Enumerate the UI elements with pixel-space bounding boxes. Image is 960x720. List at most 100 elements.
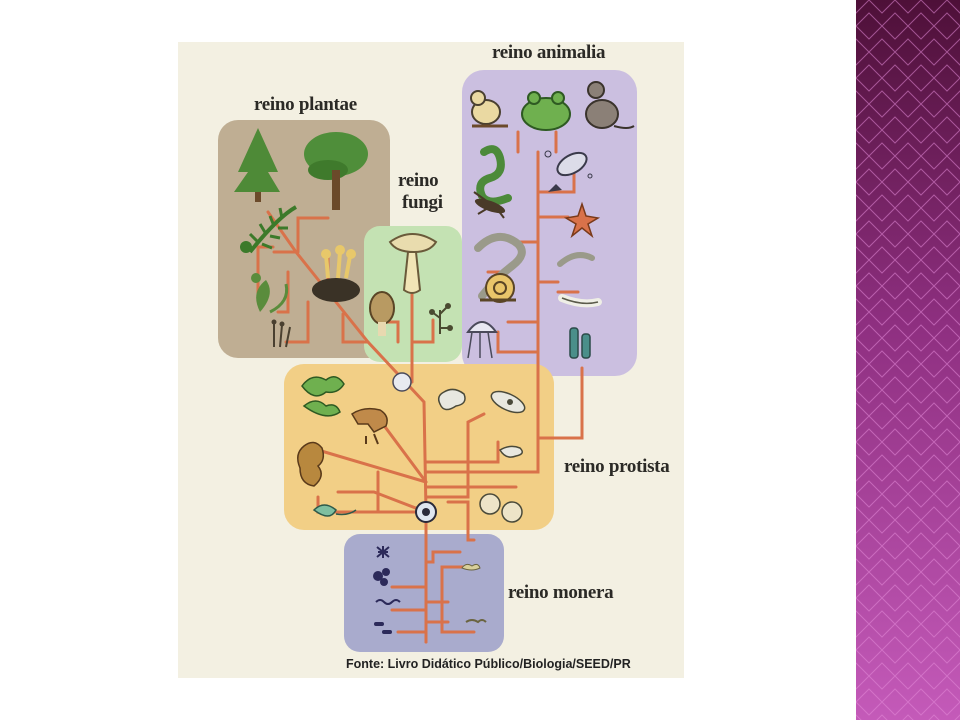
diamond-pattern-mark xyxy=(907,116,935,144)
bacilli-icon xyxy=(374,622,392,634)
diamond-pattern-mark xyxy=(868,558,896,586)
mushroom-cluster-icon xyxy=(312,245,360,302)
diamond-pattern-mark xyxy=(946,454,960,482)
diamond-pattern-mark xyxy=(856,454,870,482)
diamond-pattern-mark xyxy=(856,558,870,586)
sponge-icon xyxy=(569,327,591,359)
diamond-pattern-mark xyxy=(933,324,960,352)
diamond-pattern-mark xyxy=(946,38,960,66)
diamond-pattern-mark xyxy=(946,194,960,222)
diamond-pattern-mark xyxy=(894,142,922,170)
diamond-pattern-mark xyxy=(933,428,960,456)
diamond-pattern-mark xyxy=(881,220,909,248)
diamond-pattern-mark xyxy=(881,116,909,144)
diamond-pattern-mark xyxy=(894,246,922,274)
jellyfish-icon xyxy=(466,321,498,359)
diamond-pattern-mark xyxy=(946,246,960,274)
mold-icon xyxy=(429,303,453,334)
diamond-pattern-mark xyxy=(920,194,948,222)
diamond-pattern-mark xyxy=(856,610,870,638)
diamond-pattern-mark xyxy=(907,168,935,196)
diamond-pattern-mark xyxy=(881,64,909,92)
diamond-pattern-mark xyxy=(920,246,948,274)
diamond-pattern-mark xyxy=(856,12,883,40)
insect-icon xyxy=(473,191,506,219)
diamond-pattern-mark xyxy=(920,38,948,66)
diamond-pattern-mark xyxy=(856,688,883,716)
radiolarian-icon xyxy=(415,501,437,523)
diamond-pattern-mark xyxy=(856,64,883,92)
decorative-side-panel xyxy=(856,0,960,720)
diamond-pattern-mark xyxy=(868,402,896,430)
label-reino-fungi-line2: fungi xyxy=(402,192,443,213)
diamond-pattern-mark xyxy=(856,246,870,274)
diamond-pattern-mark xyxy=(894,350,922,378)
diatom-icon xyxy=(479,493,523,523)
diamond-pattern-mark xyxy=(881,376,909,404)
amoeba-icon xyxy=(437,388,466,411)
diamond-pattern-mark xyxy=(881,584,909,612)
label-reino-monera: reino monera xyxy=(508,582,614,603)
diamond-pattern-mark xyxy=(907,64,935,92)
diamond-pattern-mark xyxy=(868,246,896,274)
diamond-pattern-mark xyxy=(946,298,960,326)
diamond-pattern-mark xyxy=(907,532,935,560)
diamond-pattern-mark xyxy=(946,506,960,534)
diamond-pattern-mark xyxy=(894,194,922,222)
diamond-pattern-mark xyxy=(868,610,896,638)
diamond-pattern-mark xyxy=(920,0,948,14)
diamond-pattern-mark xyxy=(894,558,922,586)
diamond-pattern-mark xyxy=(933,220,960,248)
diamond-pattern-mark xyxy=(920,454,948,482)
diamond-pattern-mark xyxy=(907,636,935,664)
diamond-pattern-mark xyxy=(933,64,960,92)
diamond-pattern-mark xyxy=(856,480,883,508)
diamond-pattern-mark xyxy=(920,90,948,118)
diamond-pattern-mark xyxy=(856,376,883,404)
diamond-pattern-mark xyxy=(920,610,948,638)
frog-icon xyxy=(521,91,571,131)
zooflagellate-icon xyxy=(312,504,357,517)
diamond-pattern-mark xyxy=(894,0,922,14)
diamond-pattern-mark xyxy=(881,272,909,300)
diamond-pattern-mark xyxy=(946,402,960,430)
diamond-pattern-mark xyxy=(933,688,960,716)
diamond-pattern-mark xyxy=(881,688,909,716)
diamond-pattern-mark xyxy=(856,350,870,378)
diamond-pattern-mark xyxy=(856,220,883,248)
tree-of-life-figure: reino animalia reino plantae reino fungi… xyxy=(178,42,684,678)
diamond-pattern-mark xyxy=(946,142,960,170)
diamond-pattern-mark xyxy=(856,272,883,300)
fern-icon xyxy=(240,205,298,254)
diamond-pattern-mark xyxy=(946,90,960,118)
spore-icon xyxy=(392,372,412,392)
diamond-pattern-mark xyxy=(856,298,870,326)
diamond-pattern-mark xyxy=(881,636,909,664)
diamond-pattern-mark xyxy=(907,584,935,612)
diamond-pattern-mark xyxy=(933,116,960,144)
diamond-pattern-mark xyxy=(946,610,960,638)
diamond-pattern-mark xyxy=(868,298,896,326)
diamond-pattern-mark xyxy=(856,194,870,222)
diamond-pattern-mark xyxy=(907,12,935,40)
diamond-pattern-mark xyxy=(933,480,960,508)
morel-icon xyxy=(369,291,395,336)
diamond-pattern-mark xyxy=(868,38,896,66)
diamond-pattern-mark xyxy=(920,402,948,430)
diamond-pattern-mark xyxy=(881,168,909,196)
box-monera xyxy=(344,534,504,652)
diamond-pattern-mark xyxy=(868,350,896,378)
source-credit: Fonte: Livro Didático Público/Biologia/S… xyxy=(346,657,631,671)
diamond-pattern-mark xyxy=(856,532,883,560)
diamond-pattern-mark xyxy=(868,454,896,482)
diamond-pattern-mark xyxy=(856,90,870,118)
brown-algae-icon xyxy=(297,441,325,487)
diamond-pattern-mark xyxy=(856,142,870,170)
diamond-pattern-mark xyxy=(881,480,909,508)
diamond-pattern-mark xyxy=(907,688,935,716)
diamond-pattern-mark xyxy=(920,558,948,586)
diamond-pattern-mark xyxy=(868,506,896,534)
diamond-pattern-mark xyxy=(881,428,909,456)
diamond-pattern-mark xyxy=(868,662,896,690)
diamond-pattern-mark xyxy=(933,636,960,664)
